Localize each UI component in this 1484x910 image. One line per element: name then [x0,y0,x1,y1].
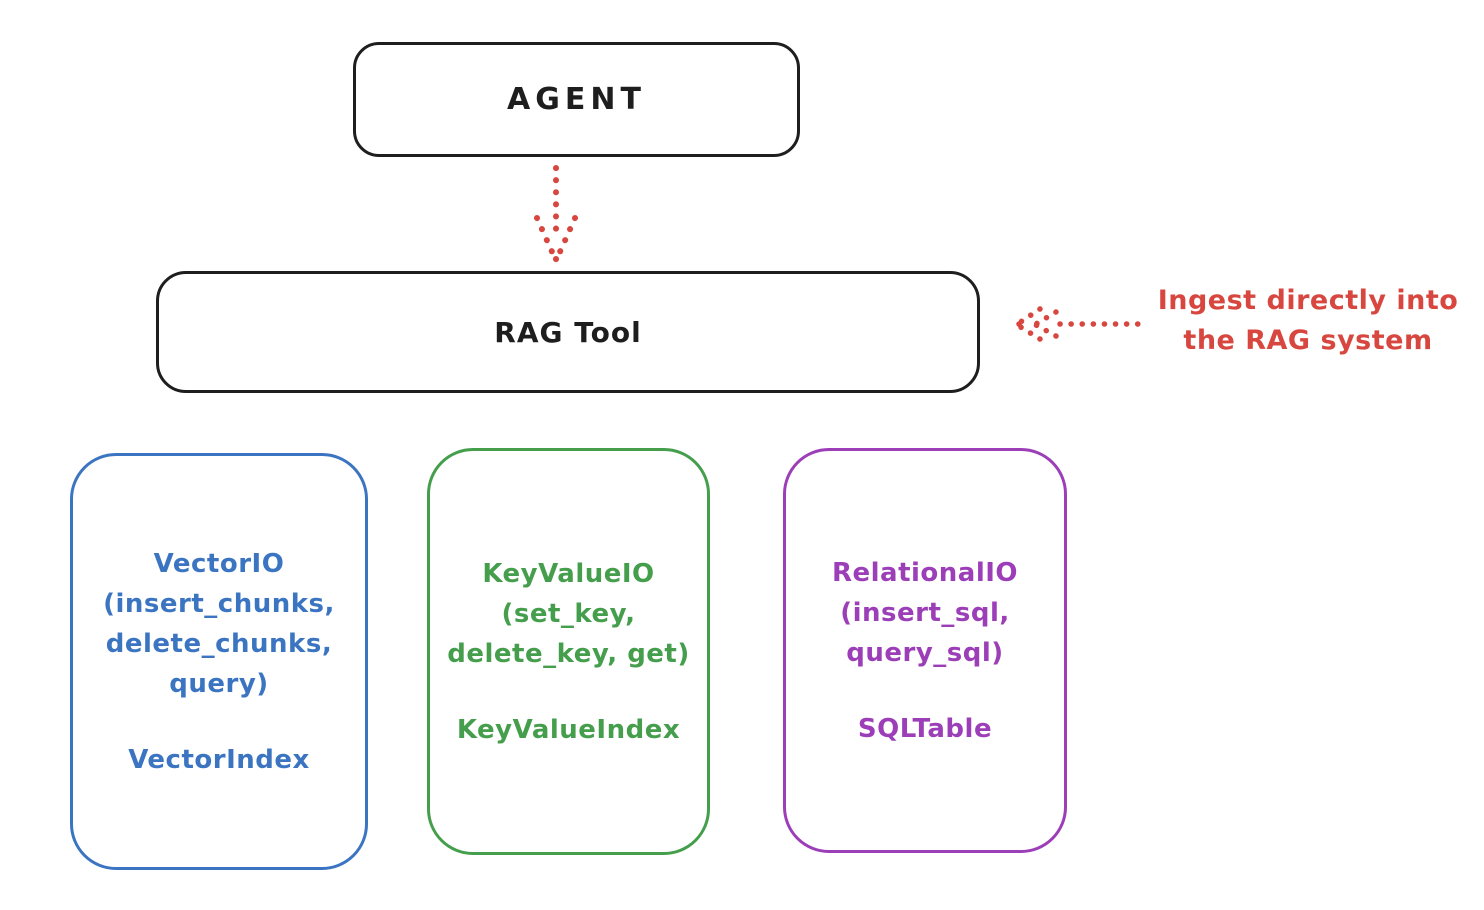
backend-line: delete_key, get) [447,638,690,669]
ingest-annotation: Ingest directly into the RAG system [1138,281,1478,361]
backend-line: VectorIO [153,548,285,579]
agent-node: AGENT [353,42,800,157]
relational-io-node: RelationalIO (insert_sql, query_sql) SQL… [783,448,1067,853]
vector-index-label: VectorIndex [128,744,310,775]
ingest-arrow-icon [1016,306,1141,342]
agent-label: AGENT [507,82,646,117]
key-value-index-label: KeyValueIndex [456,714,681,745]
ingest-annotation-line: Ingest directly into [1157,285,1459,316]
key-value-io-node: KeyValueIO (set_key, delete_key, get) Ke… [427,448,710,855]
backend-line: (insert_sql, [840,597,1010,628]
backend-line: query_sql) [846,637,1004,668]
vector-io-signature: VectorIO (insert_chunks, delete_chunks, … [103,544,335,704]
backend-line: (set_key, [501,598,636,629]
backend-line: KeyValueIO [482,558,655,589]
sql-table-label: SQLTable [857,713,993,744]
backend-line: RelationalIO [831,557,1019,588]
rag-tool-label: RAG Tool [494,315,642,349]
backend-line: delete_chunks, [105,628,333,659]
relational-io-signature: RelationalIO (insert_sql, query_sql) [832,553,1018,673]
backend-line: query) [169,668,269,699]
backend-line: (insert_chunks, [103,588,335,619]
key-value-io-signature: KeyValueIO (set_key, delete_key, get) [447,554,690,674]
vector-io-node: VectorIO (insert_chunks, delete_chunks, … [70,453,368,870]
agent-to-ragtool-arrow-icon [534,165,578,263]
rag-tool-node: RAG Tool [156,271,980,393]
ingest-annotation-line: the RAG system [1183,325,1433,356]
